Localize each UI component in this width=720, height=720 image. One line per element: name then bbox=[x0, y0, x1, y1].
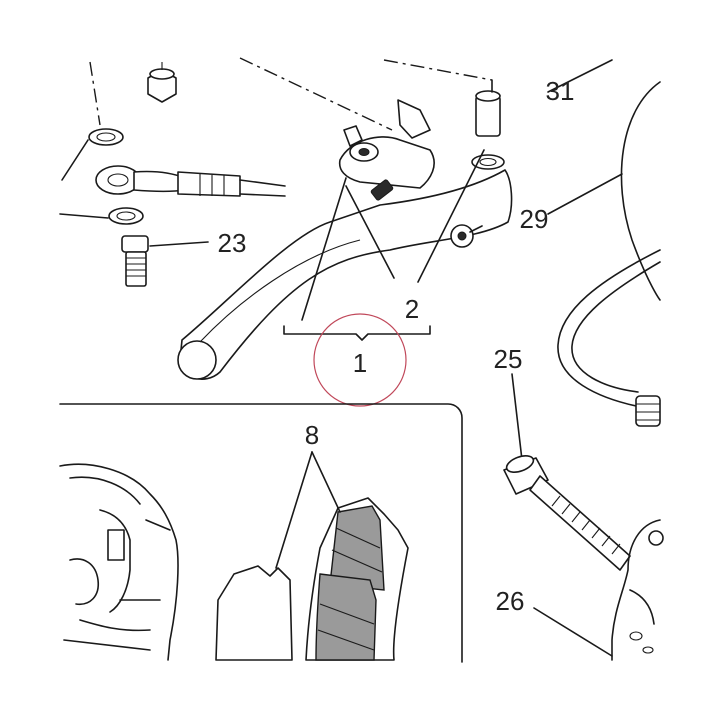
group-bracket bbox=[283, 325, 431, 341]
callout-25: 25 bbox=[494, 344, 523, 374]
caliper-bolt bbox=[503, 373, 631, 571]
banjo-fitting bbox=[95, 165, 286, 197]
brake-pads bbox=[215, 451, 409, 661]
caliper-right bbox=[533, 519, 664, 661]
brake-lever bbox=[177, 57, 513, 380]
callout-1: 1 bbox=[353, 348, 367, 378]
top-nut bbox=[147, 62, 177, 103]
pad-friction-upper bbox=[329, 505, 385, 591]
highlight-circle bbox=[313, 313, 407, 407]
washer-upper bbox=[88, 128, 124, 146]
hose-fitting bbox=[635, 395, 661, 427]
callout-29: 29 bbox=[520, 204, 549, 234]
adjuster-knob bbox=[450, 224, 483, 248]
banjo-bolt bbox=[121, 235, 209, 287]
callout-26: 26 bbox=[496, 586, 525, 616]
washer-lower bbox=[108, 207, 144, 225]
brake-hose-assembly bbox=[59, 61, 286, 287]
inset-frame bbox=[59, 403, 463, 663]
pad-friction-lower bbox=[315, 573, 377, 661]
callout-2: 2 bbox=[405, 294, 419, 324]
hose-loop bbox=[557, 81, 661, 427]
callout-23: 23 bbox=[218, 228, 247, 258]
callout-8: 8 bbox=[305, 420, 319, 450]
pivot-bushing bbox=[471, 90, 505, 170]
caliper-body bbox=[59, 463, 179, 661]
callout-31: 31 bbox=[546, 76, 575, 106]
